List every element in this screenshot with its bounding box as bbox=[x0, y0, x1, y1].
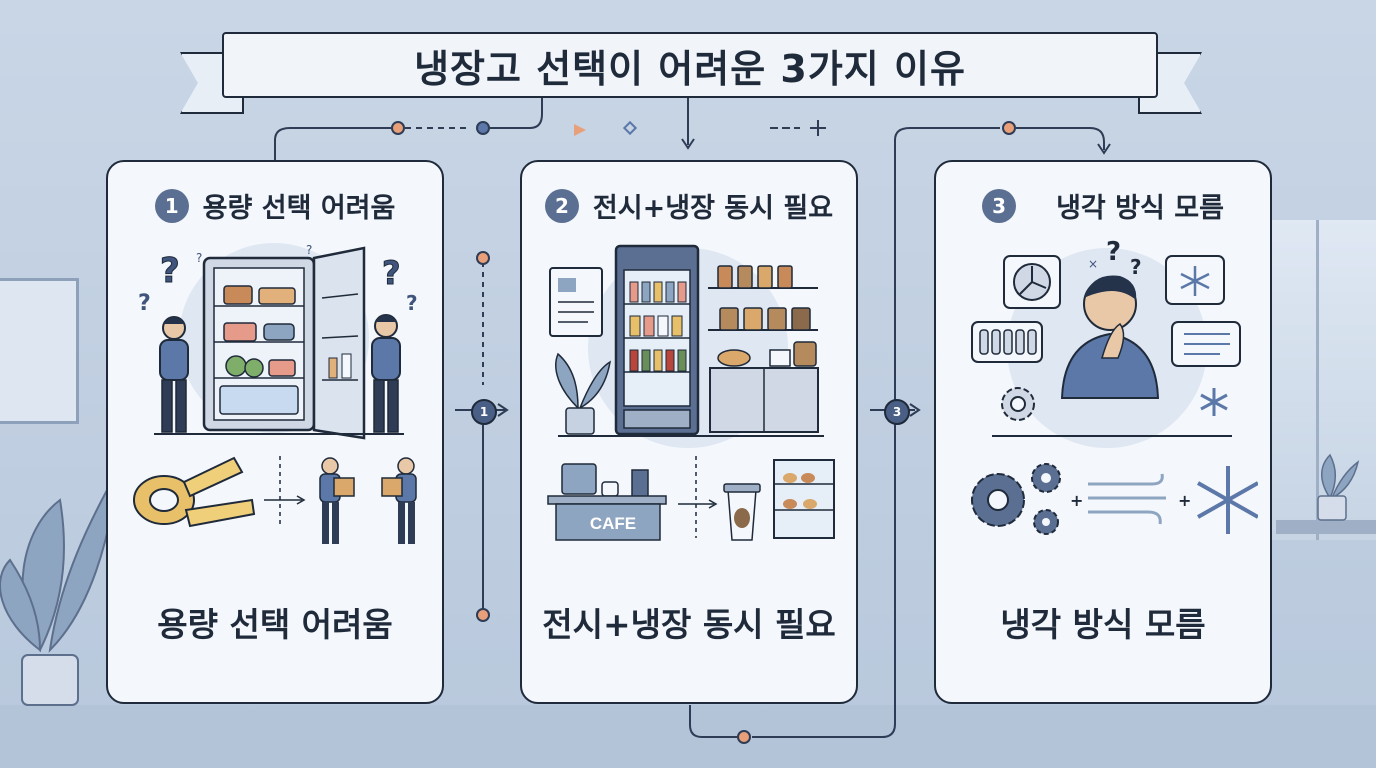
svg-text:?: ? bbox=[306, 243, 312, 257]
panel-cooling-method: 3 냉각 방식 모름 bbox=[934, 160, 1272, 704]
gears-icon bbox=[971, 463, 1061, 535]
step-number-badge: 2 bbox=[544, 188, 579, 223]
display-fridge-illustration: CAFE bbox=[538, 238, 840, 584]
tape-measure-icon bbox=[133, 456, 256, 528]
panel-display-cooling: 2 전시+냉장 동시 필요 bbox=[520, 160, 858, 704]
page-title: 냉장고 선택이 어려운 3가지 이유 bbox=[222, 32, 1158, 98]
wind-icon bbox=[1088, 473, 1166, 525]
background-picture-frame bbox=[0, 278, 79, 424]
panel-heading: 용량 선택 어려움 bbox=[202, 193, 396, 224]
panel-caption: 용량 선택 어려움 bbox=[157, 605, 393, 644]
connector-step-3: 3 bbox=[884, 399, 910, 425]
background-floor bbox=[0, 705, 1376, 768]
capacity-illustration: ? ? ? ? ? ? bbox=[124, 238, 426, 584]
panel-header: 1 용량 선택 어려움 bbox=[108, 186, 442, 225]
svg-text:?: ? bbox=[406, 291, 418, 315]
step-number-badge: 3 bbox=[982, 188, 1017, 223]
panel-heading: 냉각 방식 모름 bbox=[1056, 193, 1224, 224]
panel-heading: 전시+냉장 동시 필요 bbox=[592, 193, 834, 224]
svg-text:?: ? bbox=[1130, 255, 1142, 279]
cooling-method-illustration: ? ? × + + bbox=[952, 237, 1259, 584]
svg-text:?: ? bbox=[196, 251, 202, 265]
panel-header: 3 냉각 방식 모름 bbox=[936, 186, 1270, 225]
panel-header: 2 전시+냉장 동시 필요 bbox=[522, 186, 856, 225]
svg-text:?: ? bbox=[138, 291, 151, 316]
confused-person-icon: ? ? × + + bbox=[971, 237, 1259, 535]
panel-caption: 전시+냉장 동시 필요 bbox=[542, 605, 836, 644]
background-table bbox=[1276, 520, 1376, 534]
panel-caption: 냉각 방식 모름 bbox=[1000, 605, 1206, 644]
svg-text:?: ? bbox=[160, 251, 180, 291]
svg-text:?: ? bbox=[1106, 238, 1121, 267]
svg-text:+: + bbox=[1070, 491, 1083, 510]
step-number-badge: 1 bbox=[154, 188, 189, 223]
connector-step-1: 1 bbox=[471, 399, 497, 425]
movers-with-boxes-icon bbox=[319, 457, 417, 544]
display-fridge-icon bbox=[547, 244, 835, 541]
cafe-sign: CAFE bbox=[589, 514, 637, 533]
svg-text:?: ? bbox=[382, 254, 401, 292]
open-fridge-icon: ? ? ? ? ? ? bbox=[133, 243, 418, 544]
svg-text:+: + bbox=[1178, 491, 1191, 510]
svg-text:×: × bbox=[1088, 257, 1098, 271]
panel-capacity: 1 용량 선택 어려움 bbox=[106, 160, 444, 704]
snowflake-icon bbox=[1197, 466, 1259, 534]
